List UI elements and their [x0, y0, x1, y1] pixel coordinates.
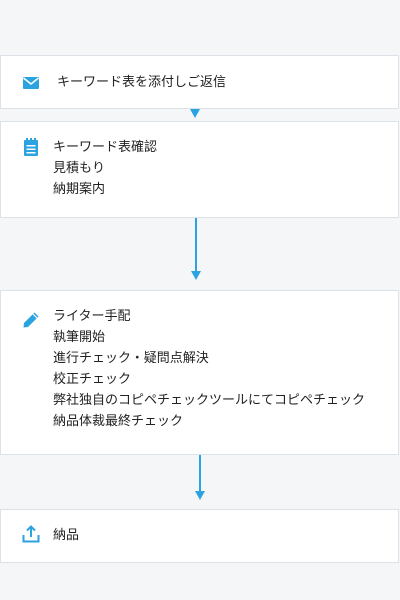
- pencil-icon: [21, 310, 41, 330]
- step-line: キーワード表を添付しご返信: [57, 75, 227, 90]
- step-line: 校正チェック: [53, 372, 132, 387]
- step-line: 納品体裁最終チェック: [53, 414, 184, 429]
- upload-icon: [21, 524, 41, 544]
- step-line: 納期案内: [53, 182, 106, 197]
- notepad-icon: [21, 137, 41, 157]
- step-card-delivery: 納品: [0, 509, 399, 563]
- step-card-reply: キーワード表を添付しご返信: [0, 55, 399, 109]
- step-line: 執筆開始: [53, 330, 106, 345]
- flow-arrow: [195, 455, 205, 500]
- envelope-icon: [21, 73, 41, 93]
- step-line: 進行チェック・疑問点解決: [53, 351, 209, 366]
- step-line: 見積もり: [53, 161, 106, 176]
- step-card-writing: ライター手配 執筆開始 進行チェック・疑問点解決 校正チェック 弊社独自のコピペ…: [0, 290, 399, 455]
- step-card-confirm: キーワード表確認 見積もり 納期案内: [0, 121, 399, 218]
- flow-arrow: [190, 109, 200, 118]
- flow-arrow: [191, 218, 201, 280]
- step-line: ライター手配: [53, 309, 131, 324]
- step-line: 納品: [53, 528, 80, 543]
- step-line: キーワード表確認: [53, 140, 158, 155]
- step-line: 弊社独自のコピペチェックツールにてコピペチェック: [53, 393, 366, 408]
